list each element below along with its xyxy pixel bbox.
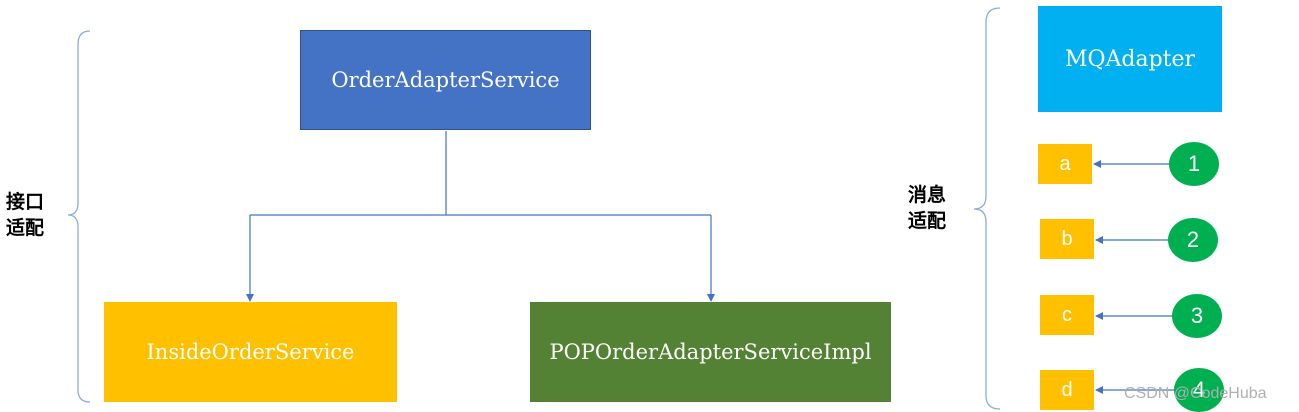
label-line: 适配 [6,217,45,239]
label-line: 适配 [908,210,947,232]
watermark-text: CSDN @CodeHuba [1124,385,1267,402]
label-line: 消息 [908,184,947,206]
number-circle-2: 2 [1168,218,1218,262]
right-bracket [973,7,1001,410]
number-circle-3: 3 [1172,294,1222,338]
pop-order-adapter-service-impl-box: POPOrderAdapterServiceImpl [530,302,891,402]
left-bracket [67,30,91,403]
message-box-a: a [1038,144,1092,184]
inside-order-service-box: InsideOrderService [104,302,397,402]
label-line: 接口 [6,191,45,213]
order-adapter-service-box: OrderAdapterService [300,30,591,130]
number-circle-4: 4 [1174,368,1224,412]
mq-adapter-box: MQAdapter [1038,6,1222,112]
message-box-b: b [1040,219,1094,259]
message-box-c: c [1040,295,1094,335]
interface-adapter-label: 接口 适配 [6,189,44,241]
number-circle-1: 1 [1169,142,1219,186]
message-adapter-label: 消息 适配 [908,182,946,234]
message-box-d: d [1040,370,1094,410]
